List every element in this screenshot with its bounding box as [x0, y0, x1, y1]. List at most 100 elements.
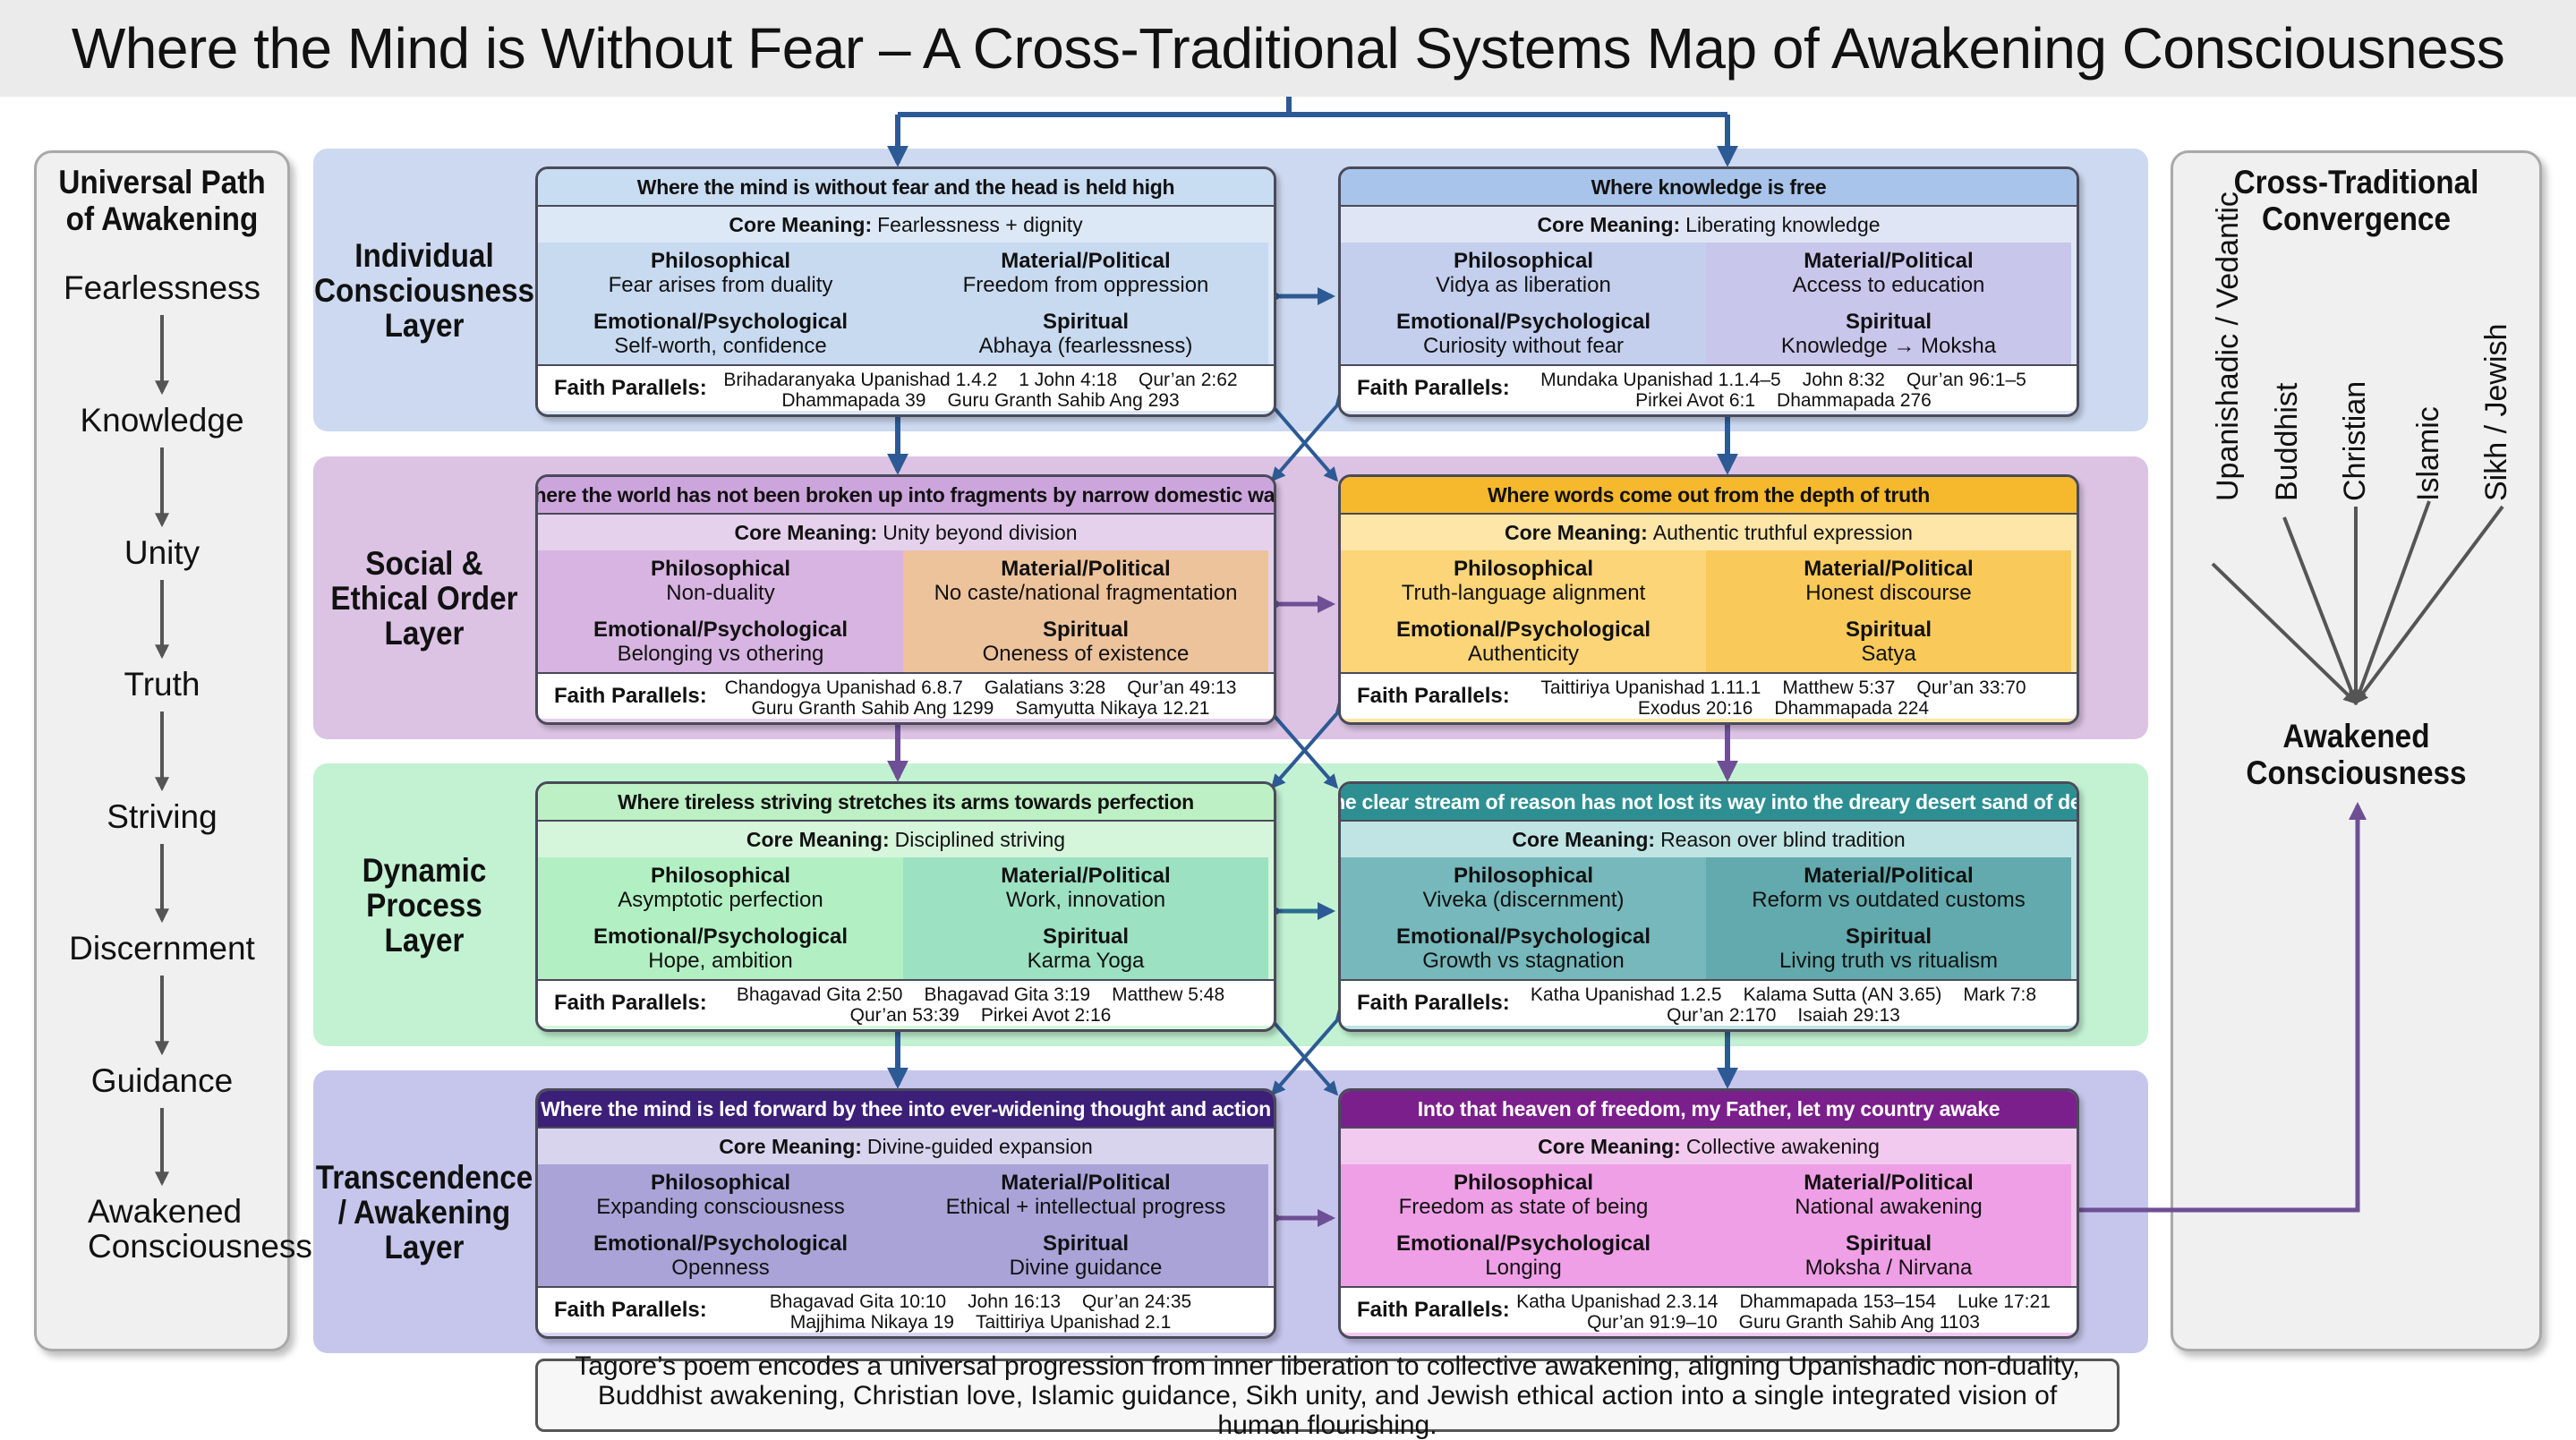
path-step: Striving	[107, 798, 218, 835]
line-card: Where the clear stream of reason has not…	[1338, 781, 2079, 1032]
quadrant-label: Spiritual	[1042, 310, 1129, 334]
quadrant-value: Curiosity without fear	[1422, 334, 1625, 358]
scripture-ref: Mundaka Upanishad 1.1.4–5	[1540, 370, 1781, 390]
quadrant-value: Honest discourse	[1805, 581, 1972, 605]
core-meaning-value: Reason over blind tradition	[1660, 827, 1906, 851]
quadrant-value: Truth-language alignment	[1401, 581, 1646, 605]
scripture-ref: Qur’an 2:62	[1139, 370, 1238, 390]
quadrant-label: Philosophical	[650, 249, 791, 273]
core-meaning-label: Core Meaning:	[719, 1134, 862, 1158]
quadrant-value: Freedom as state of being	[1398, 1195, 1649, 1219]
layer-name-line: / Awakening	[337, 1193, 511, 1231]
scripture-ref: Dhammapada 39	[781, 390, 926, 411]
scripture-ref: John 16:13	[968, 1291, 1062, 1312]
quadrant-value: Expanding consciousness	[596, 1195, 845, 1219]
quadrant-label: Material/Political	[1804, 864, 1974, 888]
quadrant-label: Emotional/Psychological	[593, 1231, 849, 1256]
quadrant-value: Hope, ambition	[648, 949, 793, 973]
quadrant-label: Spiritual	[1845, 618, 1932, 642]
core-meaning-value: Liberating knowledge	[1685, 212, 1881, 236]
scripture-ref: Qur’an 2:170	[1667, 1005, 1777, 1026]
convergence-result-line2: Consciousness	[2246, 754, 2467, 791]
core-meaning-label: Core Meaning:	[746, 827, 890, 851]
layer-name-line: Social &	[365, 544, 483, 582]
scripture-ref: Bhagavad Gita 10:10	[769, 1291, 947, 1312]
scripture-ref: Matthew 5:48	[1112, 984, 1225, 1005]
tradition-label: Sikh / Jewish	[2479, 323, 2513, 501]
universal-path-title-line2: of Awakening	[65, 200, 259, 237]
quadrant-value: Knowledge → Moksha	[1780, 334, 1997, 358]
quadrant-label: Spiritual	[1845, 924, 1932, 949]
quadrant-value: Moksha / Nirvana	[1804, 1256, 1973, 1280]
card-heading: Where the mind is without fear and the h…	[538, 169, 1274, 207]
scripture-ref: Exodus 20:16	[1637, 698, 1753, 719]
core-meaning-value: Unity beyond division	[883, 520, 1078, 544]
scripture-ref: Galatians 3:28	[984, 677, 1106, 698]
scripture-ref: Qur’an 91:9–10	[1587, 1312, 1718, 1333]
quadrant-value: Work, innovation	[1005, 888, 1166, 912]
scripture-ref: Guru Granth Sahib Ang 293	[947, 390, 1180, 411]
faith-parallels-label: Faith Parallels:	[1357, 376, 1510, 400]
faith-parallels-label: Faith Parallels:	[1357, 684, 1510, 708]
faith-parallels: Faith Parallels:Chandogya Upanishad 6.8.…	[538, 672, 1274, 719]
quadrant-label: Emotional/Psychological	[1395, 924, 1651, 949]
scripture-ref: Majjhima Nikaya 19	[789, 1312, 954, 1333]
faith-parallels-label: Faith Parallels:	[554, 1298, 707, 1322]
universal-path-panel: Universal Path of Awakening	[34, 150, 290, 1351]
card-heading: Where the mind is led forward by thee in…	[538, 1091, 1274, 1129]
quadrant-value: Asymptotic perfection	[618, 888, 823, 912]
line-card: Where the mind is led forward by thee in…	[535, 1088, 1276, 1339]
core-meaning-value: Disciplined striving	[894, 827, 1066, 851]
quadrant-label: Philosophical	[1453, 1171, 1594, 1195]
quadrant-label: Material/Political	[1804, 557, 1974, 581]
layer-name-line: Ethical Order	[330, 579, 518, 617]
quadrant-value: Non-duality	[666, 581, 775, 605]
faith-parallels-label: Faith Parallels:	[1357, 1298, 1510, 1322]
convergence-title-line2: Convergence	[2262, 200, 2451, 237]
quadrant-label: Emotional/Psychological	[593, 924, 849, 949]
scripture-ref: Samyutta Nikaya 12.21	[1015, 698, 1210, 719]
quadrant-value: Ethical + intellectual progress	[945, 1195, 1226, 1219]
scripture-ref: Qur’an 24:35	[1082, 1291, 1192, 1312]
quadrant-value: Oneness of existence	[982, 642, 1190, 666]
scripture-ref: Qur’an 33:70	[1916, 677, 2026, 698]
path-step: Discernment	[69, 930, 255, 967]
quadrant-value: Belonging vs othering	[617, 642, 824, 666]
faith-parallels-label: Faith Parallels:	[554, 991, 707, 1015]
quadrant-label: Material/Political	[1001, 557, 1171, 581]
core-meaning: Core Meaning:Collective awakening	[1341, 1129, 2077, 1164]
layer-name-line: Layer	[384, 921, 465, 959]
core-meaning-label: Core Meaning:	[1505, 520, 1648, 544]
scripture-ref: Brihadaranyaka Upanishad 1.4.2	[723, 370, 998, 390]
scripture-ref: Kalama Sutta (AN 3.65)	[1743, 984, 1942, 1005]
quadrant-label: Emotional/Psychological	[593, 618, 849, 642]
quadrant-label: Emotional/Psychological	[593, 310, 849, 334]
quadrant-label: Philosophical	[650, 557, 791, 581]
tradition-label: Islamic	[2411, 406, 2445, 501]
scripture-ref: Katha Upanishad 2.3.14	[1516, 1291, 1719, 1312]
